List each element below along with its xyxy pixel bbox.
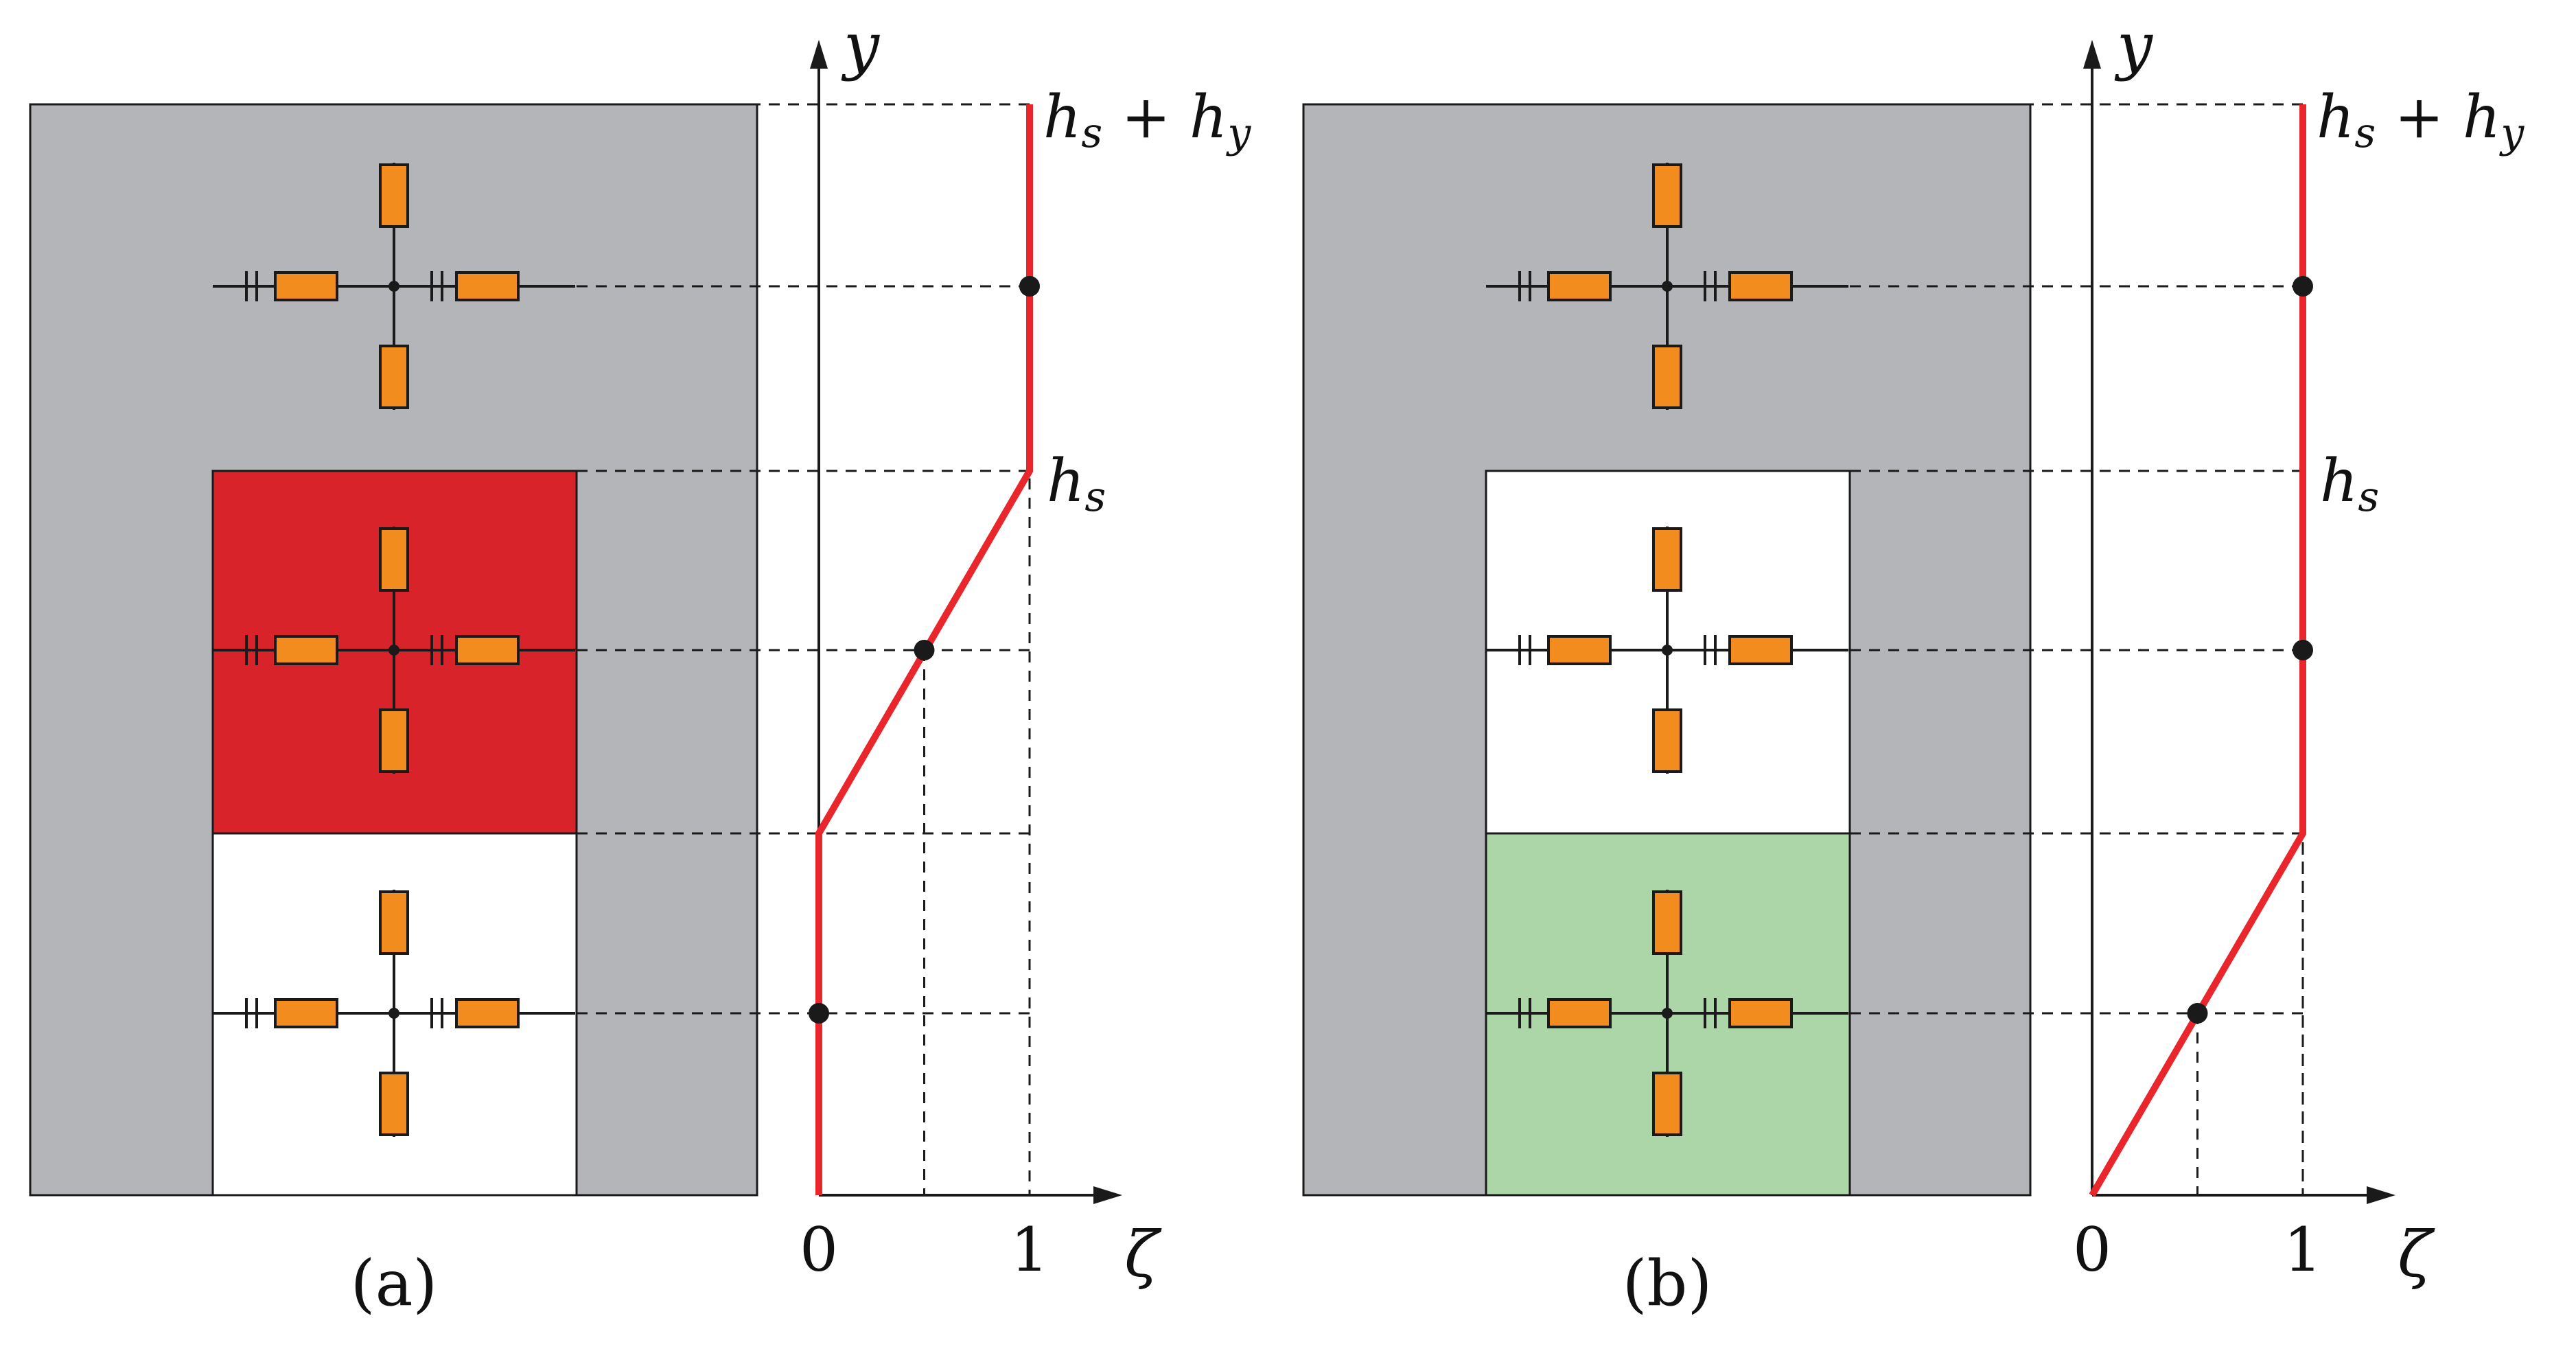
level-label-part-1: s (1081, 109, 1102, 157)
level-label-part-2: + (1102, 83, 1190, 152)
x-tick-1: 1 (1010, 1214, 1049, 1285)
y-axis-arrowhead (810, 40, 828, 69)
resistor-left (1547, 635, 1612, 665)
level-label-part-4: y (2498, 109, 2525, 157)
x-axis-arrowhead (2367, 1186, 2395, 1204)
level-label-hs-plus-hy: hs + hy (2317, 83, 2525, 157)
resistor-top (1652, 163, 1682, 228)
level-label-part-2: + (2376, 83, 2463, 152)
node-dot (1662, 645, 1673, 656)
level-label-hs: hs (1047, 447, 1106, 521)
circuit-cross-upper (213, 163, 575, 410)
resistor-top (379, 527, 409, 592)
profile-marker-1 (2293, 640, 2313, 660)
x-axis-arrowhead (1093, 1186, 1122, 1204)
level-label-part-4: y (1225, 109, 1251, 157)
resistor-right (1728, 635, 1793, 665)
y-axis-arrowhead (2083, 40, 2101, 69)
x-tick-1: 1 (2284, 1214, 2322, 1285)
resistor-top (1652, 890, 1682, 955)
x-axis-label: ζ (2398, 1218, 2435, 1291)
level-label-hs-base: h (2320, 447, 2358, 516)
resistor-top (379, 890, 409, 955)
zeta-profile-line (2089, 104, 2306, 1197)
level-label-hs-sub: s (1084, 473, 1106, 521)
resistor-bottom (1652, 708, 1682, 773)
level-label-hs: hs (2320, 447, 2379, 521)
level-label-hs-base: h (1047, 447, 1084, 516)
resistor-right (1728, 998, 1793, 1028)
resistor-left (274, 635, 338, 665)
circuit-cross-upper (1486, 163, 1848, 410)
circuit-cross-middle (213, 527, 575, 774)
resistor-left (1547, 998, 1612, 1028)
node-dot (1662, 281, 1673, 292)
x-tick-0: 0 (2073, 1214, 2111, 1285)
resistor-right (1728, 271, 1793, 301)
x-axis-label: ζ (1124, 1218, 1162, 1291)
profile-marker-0 (809, 1003, 829, 1024)
resistor-bottom (1652, 1072, 1682, 1136)
circuit-cross-lower (213, 890, 575, 1137)
x-tick-0: 0 (800, 1214, 838, 1285)
node-dot (388, 281, 399, 292)
level-label-hs-plus-hy: hs + hy (1043, 83, 1251, 157)
panel-caption-b: (b) (1623, 1247, 1713, 1320)
resistor-left (274, 271, 338, 301)
level-label-text: hs + hy (1043, 83, 1251, 157)
level-label-part-3: h (1190, 83, 1227, 152)
level-label-part-1: s (2354, 109, 2376, 157)
panel-caption-a: (a) (351, 1247, 438, 1320)
node-dot (388, 1008, 399, 1019)
node-dot (1662, 1008, 1673, 1019)
level-label-part-3: h (2463, 83, 2500, 152)
circuit-cross-lower (1486, 890, 1848, 1137)
resistor-right (455, 271, 520, 301)
y-axis-label: y (841, 9, 880, 82)
resistor-left (1547, 271, 1612, 301)
profile-marker-2 (1019, 276, 1040, 297)
resistor-right (455, 635, 520, 665)
circuit-cross-middle (1486, 527, 1848, 774)
node-dot (388, 645, 399, 656)
resistor-bottom (379, 708, 409, 773)
resistor-bottom (1652, 345, 1682, 409)
resistor-right (455, 998, 520, 1028)
resistor-bottom (379, 1072, 409, 1136)
resistor-bottom (379, 345, 409, 409)
level-label-text: hs + hy (2317, 83, 2525, 157)
y-axis-label: y (2114, 9, 2153, 82)
level-label-part-0: h (1043, 83, 1081, 152)
profile-marker-1 (914, 640, 935, 660)
profile-marker-2 (2293, 276, 2313, 297)
resistor-left (274, 998, 338, 1028)
resistor-top (379, 163, 409, 228)
profile-marker-0 (2187, 1003, 2208, 1024)
resistor-top (1652, 527, 1682, 592)
level-label-hs-sub: s (2358, 473, 2379, 521)
level-label-part-0: h (2317, 83, 2354, 152)
